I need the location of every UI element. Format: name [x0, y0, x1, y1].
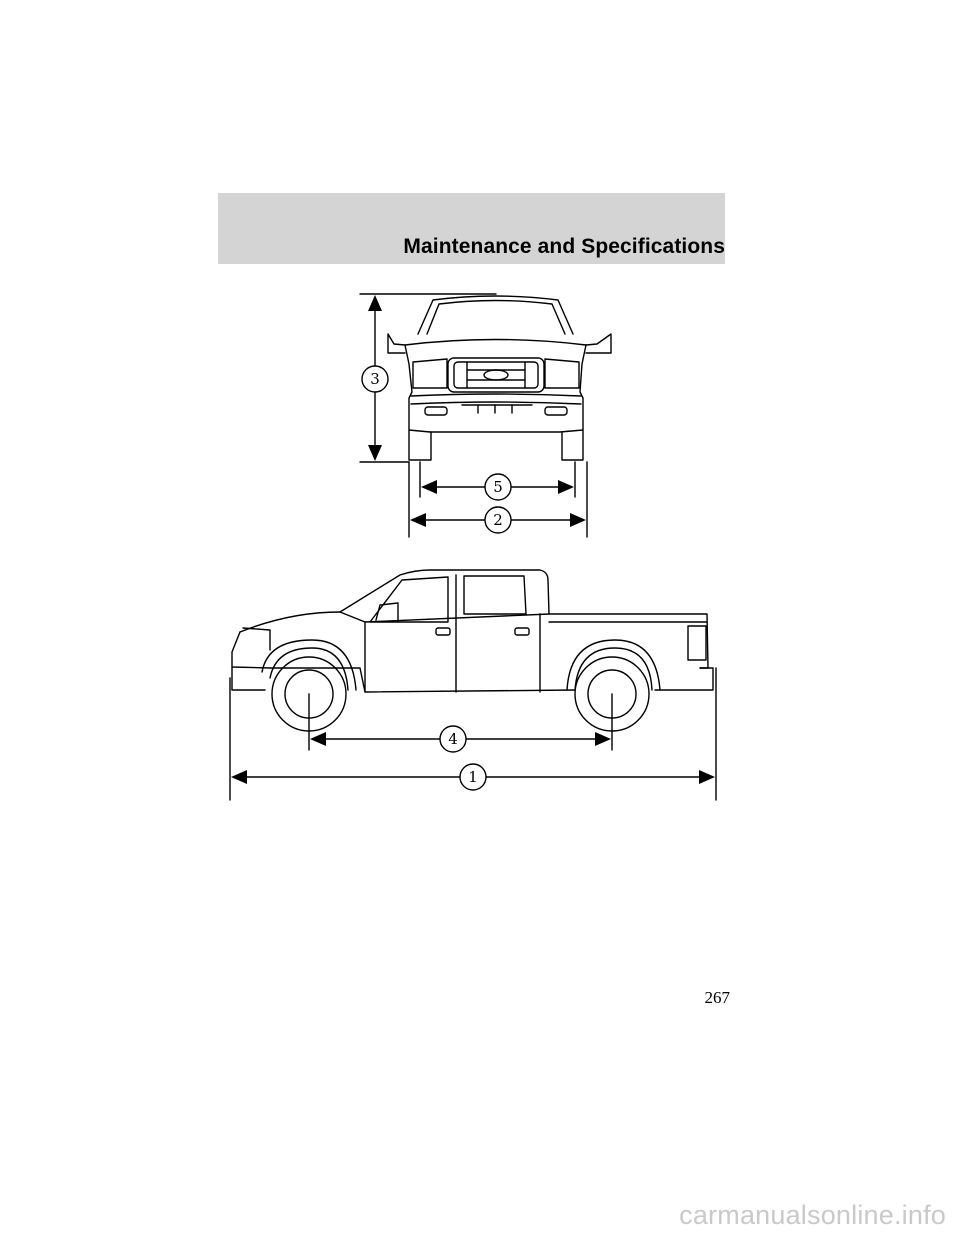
- page-number: 267: [704, 988, 731, 1007]
- dimension-width: [408, 461, 588, 538]
- callout-4: 4: [439, 725, 467, 753]
- svg-text:4: 4: [448, 730, 458, 748]
- truck-side-view: [231, 569, 714, 693]
- callout-5: 5: [484, 473, 512, 501]
- section-title: Maintenance and Specifications: [403, 235, 725, 258]
- callout-2: 2: [484, 506, 512, 534]
- truck-front-view: [387, 295, 612, 461]
- svg-text:5: 5: [493, 478, 503, 496]
- section-header-band: Maintenance and Specifications: [218, 193, 725, 264]
- svg-text:3: 3: [370, 370, 380, 388]
- svg-text:1: 1: [468, 768, 478, 786]
- callout-3: 3: [361, 365, 389, 393]
- watermark: carmanualsonline.info: [679, 1200, 946, 1230]
- callout-1: 1: [459, 763, 487, 791]
- svg-text:2: 2: [493, 511, 503, 529]
